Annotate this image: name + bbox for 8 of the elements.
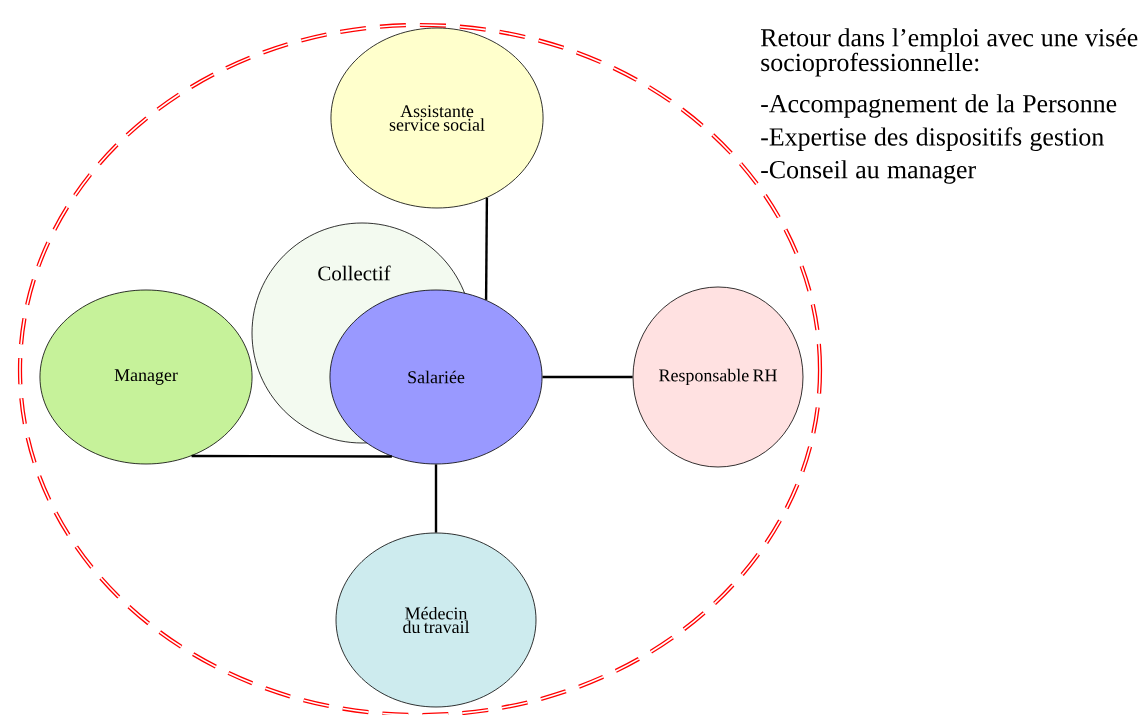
connector-line xyxy=(484,197,489,300)
note-text: -Conseil au manager xyxy=(761,160,976,184)
connector-line xyxy=(191,454,392,458)
note-text: -Expertise des dispositifs gestion xyxy=(761,127,1104,152)
connector-line xyxy=(542,375,633,379)
note-text: Retour dans l’emploi avec une visée socioprofessionnelle: xyxy=(760,28,1138,77)
connector-line xyxy=(434,464,438,533)
note-text: -Accompagnement de la Personne xyxy=(761,94,1117,118)
